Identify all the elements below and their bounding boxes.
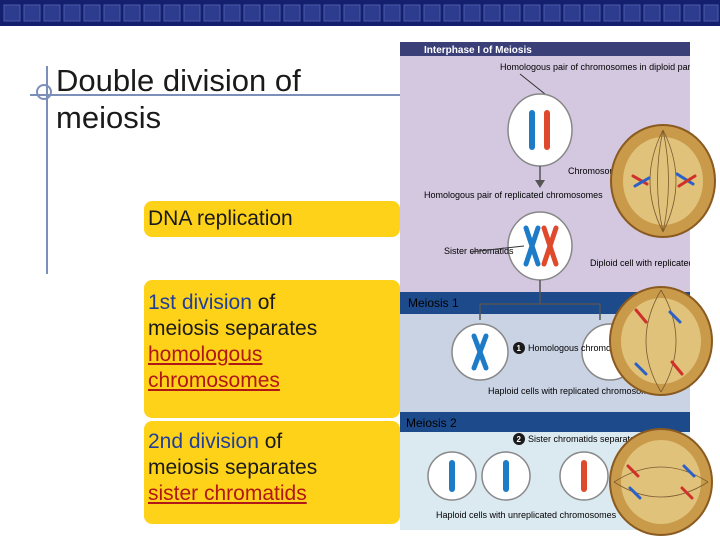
meiosis1-label: Meiosis 1: [408, 296, 459, 310]
label-homologous-pair-replicated: Homologous pair of replicated chromosome…: [424, 190, 603, 200]
chromosome-red: [544, 110, 550, 150]
division2-ordinal: 2nd division: [148, 430, 259, 453]
division2-term: sister chromatids: [148, 482, 307, 505]
division1-text: 1st division of meiosis separates homolo…: [148, 290, 398, 394]
division1-term-line2: chromosomes: [148, 369, 280, 392]
slide-title: Double division of meiosis: [56, 62, 376, 136]
micrograph-anaphase-1: [606, 284, 716, 398]
top-banner: [0, 0, 720, 26]
division1-of: of: [252, 291, 275, 314]
meiosis2-label: Meiosis 2: [406, 416, 457, 430]
micrograph-anaphase-2: [606, 426, 716, 538]
division1-ordinal: 1st division: [148, 291, 252, 314]
title-corner-circle: [36, 84, 52, 100]
diploid-replicated-cell: [508, 212, 572, 280]
label-homologous-pair-parent: Homologous pair of chromosomes in diploi…: [500, 62, 690, 72]
label-diploid-cell-replicated: Diploid cell with replicated chromosomes: [590, 258, 690, 268]
division2-text: 2nd division of meiosis separates sister…: [148, 429, 398, 507]
step1-number: 1: [517, 344, 522, 353]
label-haploid-unreplicated: Haploid cells with unreplicated chromoso…: [436, 510, 617, 520]
division1-line2: meiosis separates: [148, 317, 317, 340]
step2-number: 2: [517, 435, 522, 444]
parent-cell: [508, 94, 572, 166]
dna-replication-text: DNA replication: [148, 206, 293, 232]
interphase-header: Interphase I of Meiosis: [424, 45, 532, 56]
banner-pattern: [0, 0, 720, 26]
division1-term-line1: homologous: [148, 343, 262, 366]
micrograph-metaphase: [607, 122, 719, 240]
division2-line2: meiosis separates: [148, 456, 317, 479]
division2-of: of: [259, 430, 282, 453]
chromosome-blue: [529, 110, 535, 150]
